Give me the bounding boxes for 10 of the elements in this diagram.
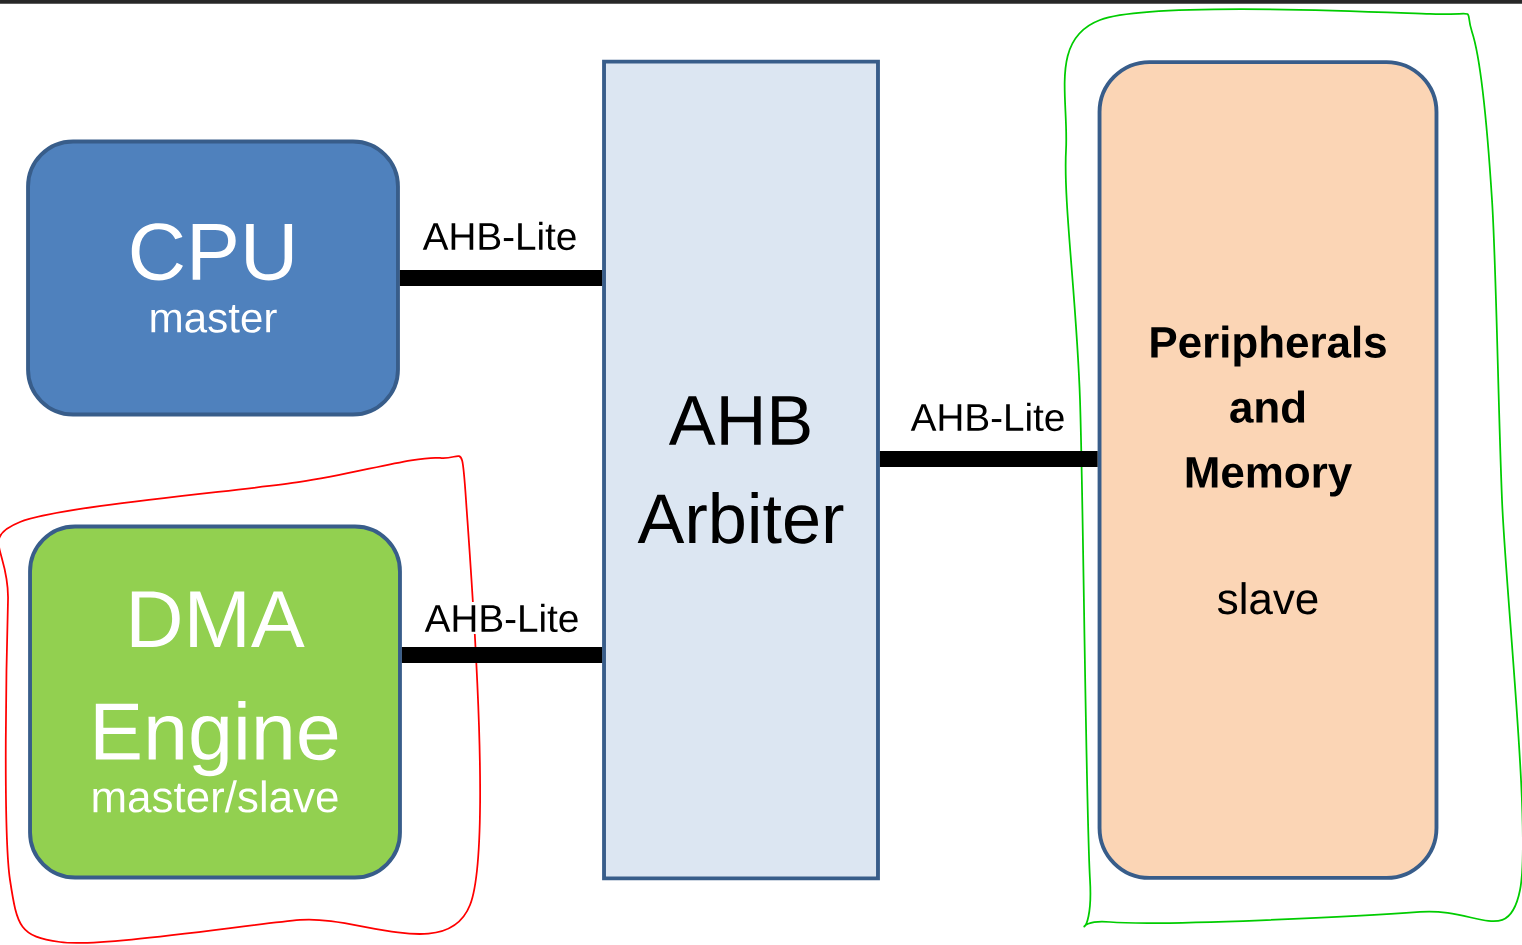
connector-line xyxy=(401,647,603,663)
connector-line xyxy=(399,270,603,286)
memory-box: Peripherals and Memory slave xyxy=(1097,60,1439,880)
engine-box: DMA Engine master/slave xyxy=(28,524,402,880)
processor-box: CPU master xyxy=(26,139,400,417)
edge-label: AHB-Lite xyxy=(422,602,582,634)
edge-label: AHB-Lite xyxy=(420,220,580,252)
edge-label: AHB-Lite xyxy=(908,401,1068,433)
connector-line xyxy=(879,451,1098,467)
arbiter-box: AHB Arbiter xyxy=(602,59,880,881)
